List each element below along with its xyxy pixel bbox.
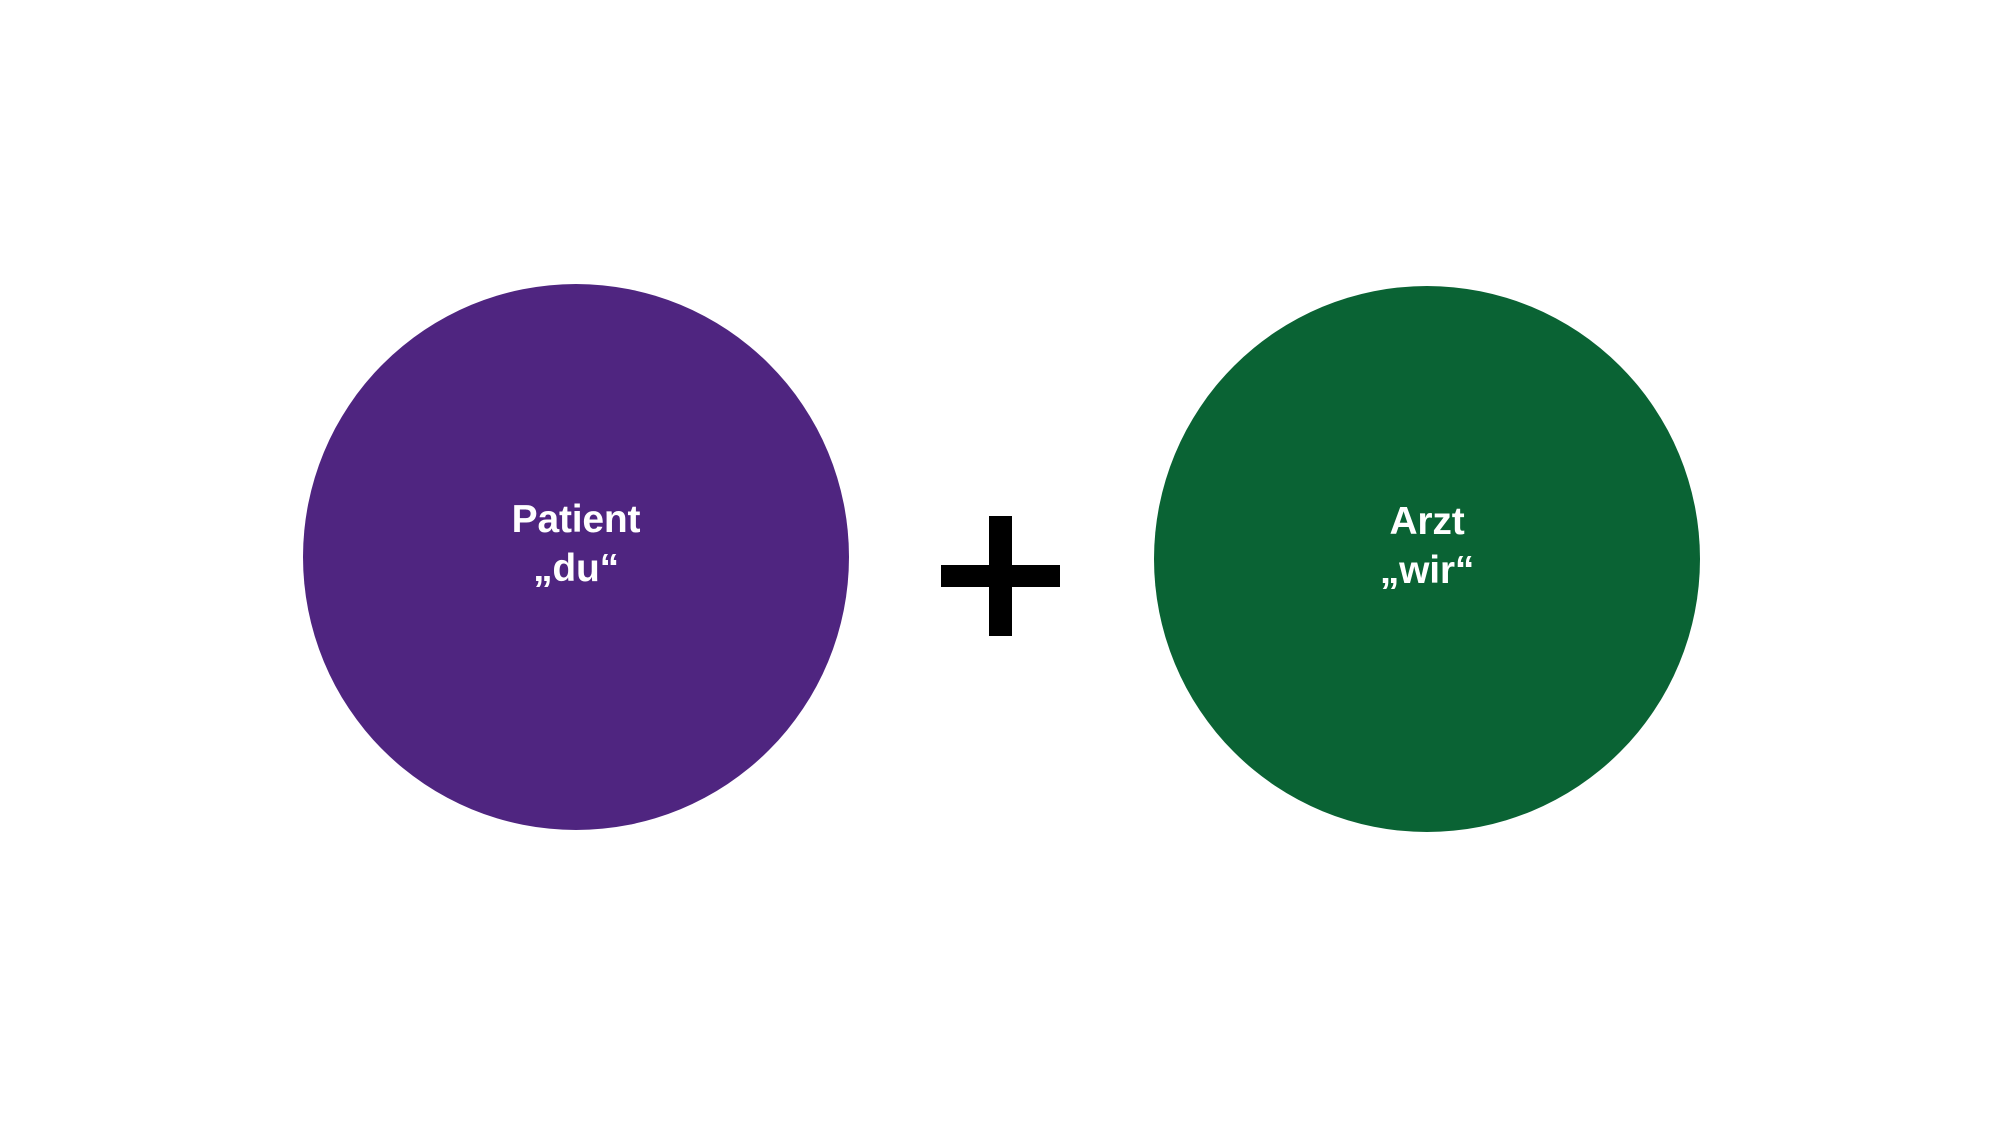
circle-node-patient-secondary-label: „du“: [533, 547, 619, 590]
circle-node-arzt-text: Arzt „wir“: [1379, 498, 1475, 594]
circle-node-arzt-secondary-label: „wir“: [1379, 549, 1475, 592]
circle-node-patient-text: Patient „du“: [512, 496, 641, 592]
plus-icon: [941, 516, 1060, 636]
circle-node-patient-primary-label: Patient: [511, 498, 641, 541]
plus-icon-vertical-bar: [989, 516, 1012, 636]
circle-node-arzt-primary-label: Arzt: [1389, 500, 1465, 543]
circle-node-arzt[interactable]: Arzt „wir“: [1154, 286, 1700, 832]
circle-node-patient[interactable]: Patient „du“: [303, 284, 849, 830]
